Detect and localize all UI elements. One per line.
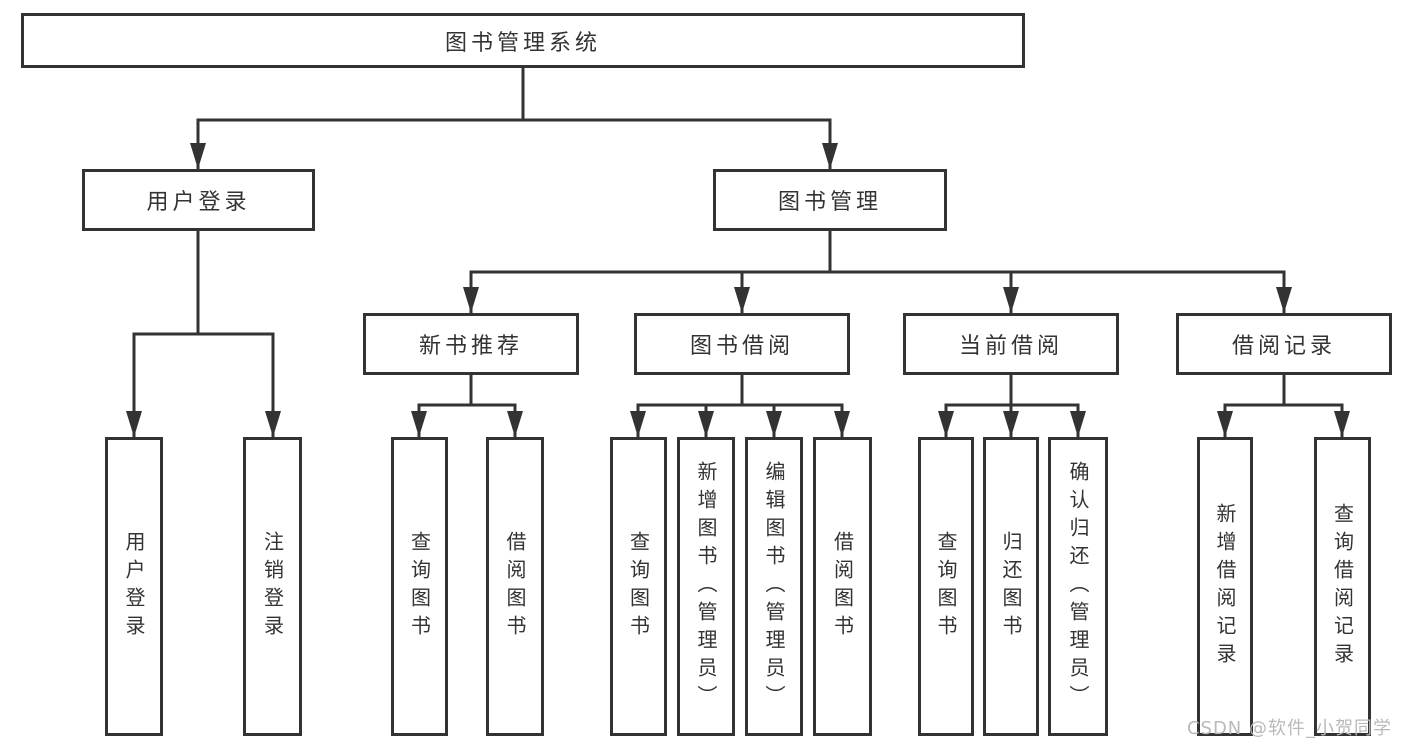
leaf-borrow-add-book-label: 新增图书（管理员） [694,460,718,713]
leaf-record-query-label: 查询借阅记录 [1330,502,1355,671]
leaf-newbook-query: 查询图书 [391,437,448,736]
node-user-login: 用户登录 [82,169,315,231]
leaf-newbook-borrow: 借阅图书 [486,437,544,736]
leaf-record-add-label: 新增借阅记录 [1213,502,1237,671]
connector-new-book-to-leaves [411,373,523,438]
connector-book-mgmt-to-level3 [463,229,1292,314]
connector-current-borrow-to-leaves [938,373,1086,438]
csdn-watermark: CSDN @软件_小贺同学 [1186,718,1392,739]
connector-user-login-to-leaves [126,229,281,438]
leaf-logout-label: 注销登录 [260,530,285,643]
node-new-book-recommend: 新书推荐 [363,313,579,375]
leaf-borrow-query-label: 查询图书 [626,530,651,643]
node-borrow-record: 借阅记录 [1176,313,1392,375]
leaf-current-query-label: 查询图书 [934,530,958,643]
leaf-newbook-query-label: 查询图书 [407,530,432,643]
node-book-borrow: 图书借阅 [634,313,850,375]
leaf-borrow-add-book: 新增图书（管理员） [677,437,735,736]
leaf-current-query: 查询图书 [918,437,974,736]
leaf-user-login: 用户登录 [105,437,163,736]
leaf-record-query: 查询借阅记录 [1314,437,1371,736]
node-current-borrow: 当前借阅 [903,313,1119,375]
leaf-user-login-label: 用户登录 [122,530,146,643]
leaf-current-confirm-return: 确认归还（管理员） [1048,437,1108,736]
leaf-borrow-book: 借阅图书 [813,437,872,736]
connector-root-to-level2 [190,66,838,170]
leaf-borrow-edit-book-label: 编辑图书（管理员） [762,460,786,713]
leaf-newbook-borrow-label: 借阅图书 [503,530,527,643]
leaf-record-add: 新增借阅记录 [1197,437,1253,736]
leaf-current-return-label: 归还图书 [999,530,1023,643]
connector-book-borrow-to-leaves [630,373,850,438]
connector-borrow-record-to-leaves [1217,373,1350,438]
leaf-borrow-edit-book: 编辑图书（管理员） [745,437,803,736]
leaf-logout: 注销登录 [243,437,302,736]
leaf-borrow-book-label: 借阅图书 [830,530,855,643]
leaf-current-confirm-return-label: 确认归还（管理员） [1066,460,1090,713]
leaf-current-return: 归还图书 [983,437,1039,736]
node-book-management: 图书管理 [713,169,947,231]
node-root-system: 图书管理系统 [21,13,1025,68]
leaf-borrow-query: 查询图书 [610,437,667,736]
